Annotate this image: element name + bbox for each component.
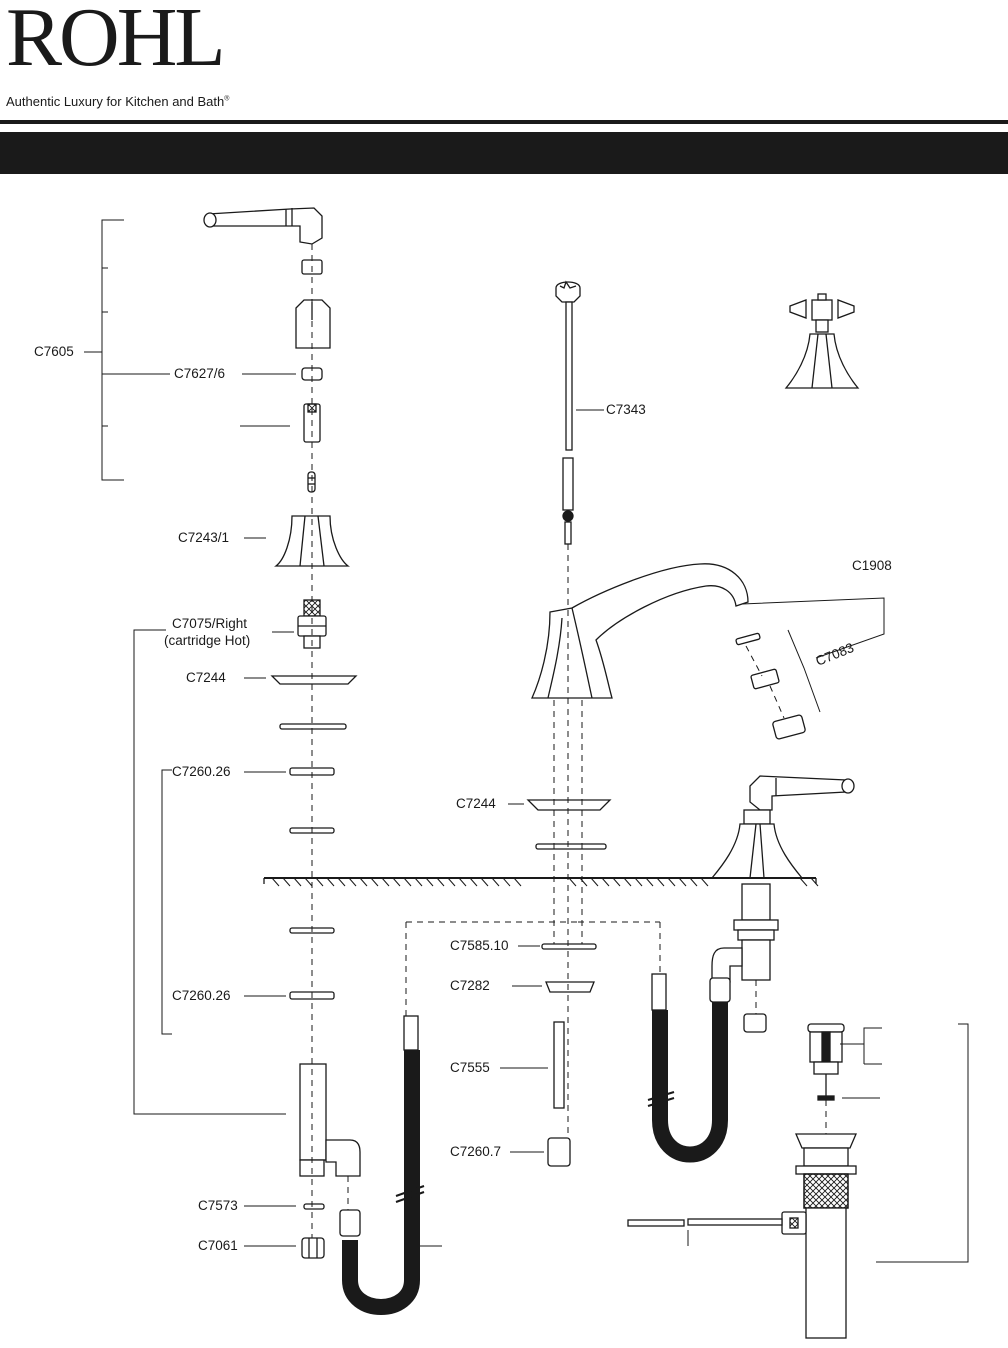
hatch-mark <box>326 877 335 887</box>
valve-body <box>299 1063 361 1177</box>
hatch-mark <box>370 877 379 887</box>
countertop-hatch <box>271 877 819 887</box>
title-banner <box>0 132 1008 174</box>
lift-rod-c7343 <box>555 280 581 545</box>
hatch-mark <box>304 877 313 887</box>
hatch-mark <box>601 877 610 887</box>
label-c7605: C7605 <box>34 344 74 359</box>
label-c7244-left: C7244 <box>186 670 226 685</box>
hatch-mark <box>799 877 808 887</box>
label-c7244-center: C7244 <box>456 796 496 811</box>
c7061-nut <box>301 1237 325 1259</box>
hatch-mark <box>491 877 500 887</box>
pivot-rod <box>627 1218 783 1227</box>
hatch-mark <box>590 877 599 887</box>
assembly-axes <box>311 244 827 1238</box>
label-c7555: C7555 <box>450 1060 490 1075</box>
label-c7260-26-a: C7260.26 <box>172 764 231 779</box>
right-supply-hose <box>647 973 731 1163</box>
c7244-center-flange <box>526 799 612 811</box>
hatch-mark <box>359 877 368 887</box>
label-c7260-26-b: C7260.26 <box>172 988 231 1003</box>
hatch-mark <box>348 877 357 887</box>
hatch-mark <box>623 877 632 887</box>
label-c7627: C7627/6 <box>174 366 225 381</box>
label-c7075-line1: C7075/Right <box>172 616 247 631</box>
hatch-mark <box>700 877 709 887</box>
label-c7243: C7243/1 <box>178 530 229 545</box>
hatch-mark <box>337 877 346 887</box>
label-c7083: C7083 <box>814 640 857 669</box>
registered-mark: ® <box>224 95 230 103</box>
drain-stopper <box>807 1023 845 1101</box>
hatch-mark <box>414 877 423 887</box>
leader-lines <box>84 219 969 1263</box>
label-c7061: C7061 <box>198 1238 238 1253</box>
hatch-mark <box>469 877 478 887</box>
hatch-mark <box>689 877 698 887</box>
hatch-mark <box>667 877 676 887</box>
hatch-mark <box>678 877 687 887</box>
hatch-mark <box>502 877 511 887</box>
hatch-mark <box>568 877 577 887</box>
c7555-shank <box>553 1021 565 1109</box>
hatch-mark <box>381 877 390 887</box>
brand-logo: ROHL <box>6 0 226 84</box>
hatch-mark <box>458 877 467 887</box>
hatch-mark <box>282 877 291 887</box>
left-lever-handle <box>203 207 323 245</box>
hatch-mark <box>810 877 819 887</box>
part-labels: C7605 C7627/6 C7243/1 C7075/Right (cartr… <box>34 344 892 1253</box>
countertop-line <box>263 877 817 884</box>
c7585-gasket <box>541 943 597 950</box>
cap-sleeve <box>295 299 331 349</box>
right-valve-body <box>711 883 779 1033</box>
c7282-washer <box>545 981 595 993</box>
hatch-mark <box>293 877 302 887</box>
header-rule <box>0 120 1008 124</box>
hatch-mark <box>612 877 621 887</box>
hatch-mark <box>513 877 522 887</box>
right-escutcheon <box>710 809 804 879</box>
aerator-parts <box>735 632 806 740</box>
left-supply-hose <box>339 1015 425 1315</box>
c7573-o-ring <box>303 1203 325 1210</box>
label-c7260-7: C7260.7 <box>450 1144 501 1159</box>
center-gasket <box>535 843 607 850</box>
hatch-mark <box>403 877 412 887</box>
label-c7282: C7282 <box>450 978 490 993</box>
c7244-left-flange <box>270 675 358 685</box>
brand-tagline: Authentic Luxury for Kitchen and Bath® <box>6 94 230 109</box>
label-c7585: C7585.10 <box>450 938 509 953</box>
hatch-mark <box>436 877 445 887</box>
hatch-mark <box>271 877 280 887</box>
label-c7573: C7573 <box>198 1198 238 1213</box>
hatch-mark <box>579 877 588 887</box>
hatch-mark <box>634 877 643 887</box>
drain-body <box>781 1133 857 1339</box>
c7260-7-nut <box>547 1137 571 1167</box>
hatch-mark <box>392 877 401 887</box>
hatch-mark <box>425 877 434 887</box>
hatch-mark <box>315 877 324 887</box>
brand-header: ROHL Authentic Luxury for Kitchen and Ba… <box>6 0 306 118</box>
hatch-mark <box>656 877 665 887</box>
hatch-mark <box>645 877 654 887</box>
label-c7343: C7343 <box>606 402 646 417</box>
right-lever-handle <box>749 775 855 811</box>
spout <box>531 563 749 699</box>
left-gasket-a <box>279 723 347 730</box>
cross-handle-thumbnail <box>784 293 860 389</box>
hatch-mark <box>480 877 489 887</box>
hatch-mark <box>447 877 456 887</box>
label-c7075-line2: (cartridge Hot) <box>164 633 250 648</box>
label-c1908: C1908 <box>852 558 892 573</box>
